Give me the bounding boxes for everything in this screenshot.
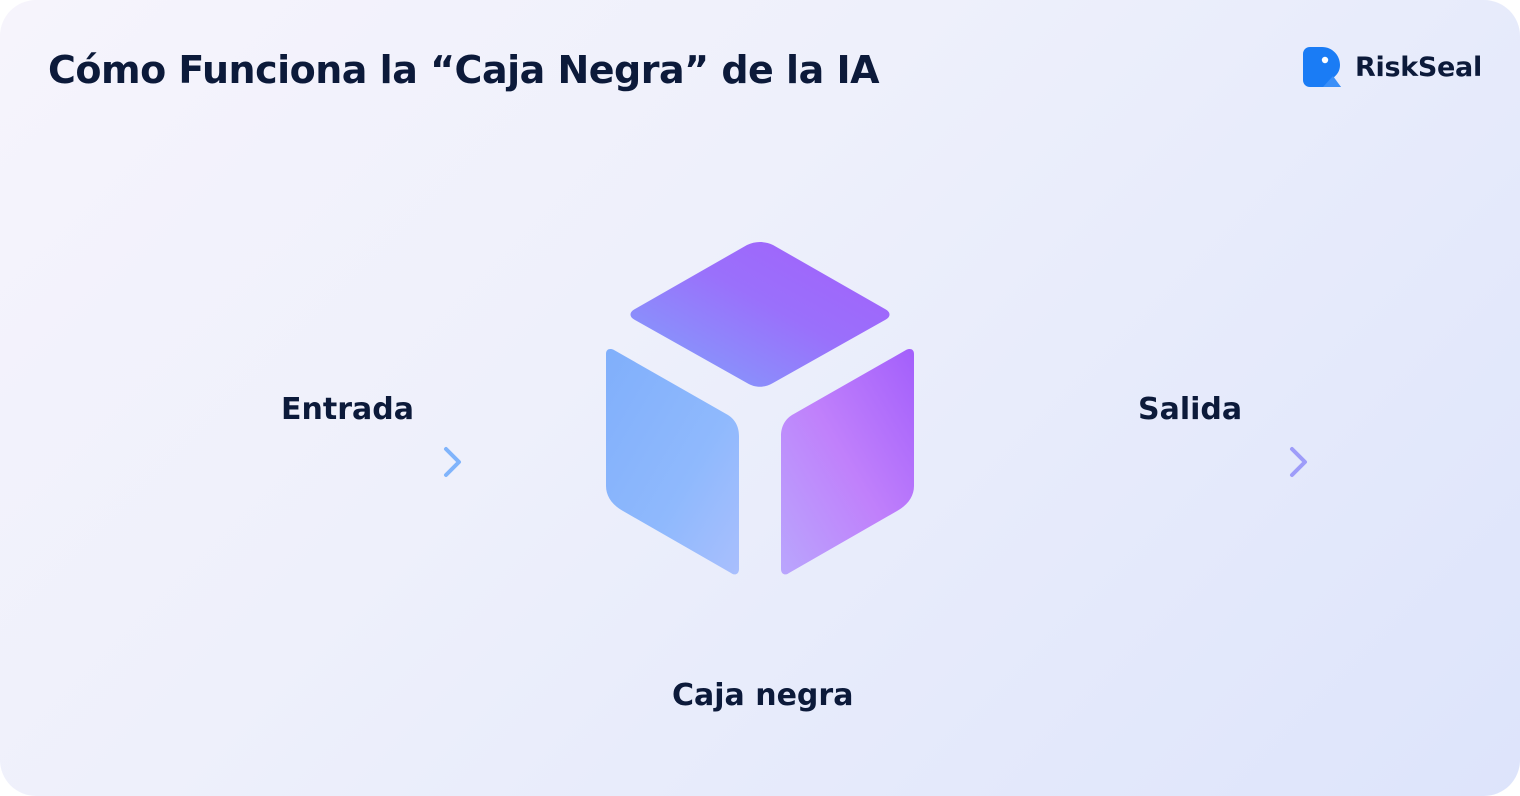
output-label: Salida [1138, 392, 1243, 427]
cube-icon [606, 242, 914, 575]
riskseal-logo-icon [1303, 47, 1341, 87]
input-arrow-icon [226, 447, 461, 477]
brand-name: RiskSeal [1355, 51, 1482, 83]
page-title: Cómo Funciona la “Caja Negra” de la IA [48, 48, 880, 92]
box-label: Caja negra [672, 678, 854, 713]
input-label: Entrada [281, 392, 414, 427]
brand-logo: RiskSeal [1303, 47, 1482, 87]
output-arrow-icon [1072, 447, 1307, 477]
